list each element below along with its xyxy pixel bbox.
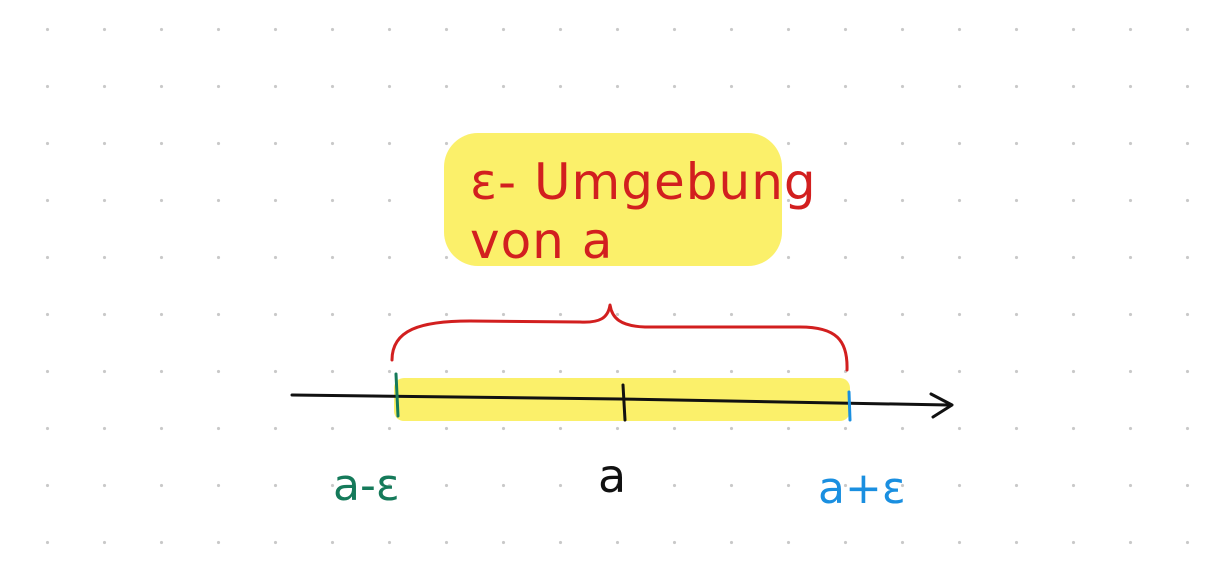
right-endpoint-tick [847, 390, 852, 422]
curly-brace [390, 303, 849, 372]
neighborhood-title-line2: von a [470, 212, 613, 270]
center-point-label: a [598, 449, 626, 503]
right-endpoint-label: a+ε [818, 463, 906, 514]
center-tick [621, 383, 627, 422]
number-line-axis [290, 393, 950, 407]
title-highlight-box [444, 133, 782, 266]
left-endpoint-label: a-ε [333, 460, 400, 511]
neighborhood-title-line1: ε- Umgebung [470, 153, 817, 211]
left-endpoint-tick [394, 372, 400, 418]
arrow-head-icon [929, 392, 954, 419]
